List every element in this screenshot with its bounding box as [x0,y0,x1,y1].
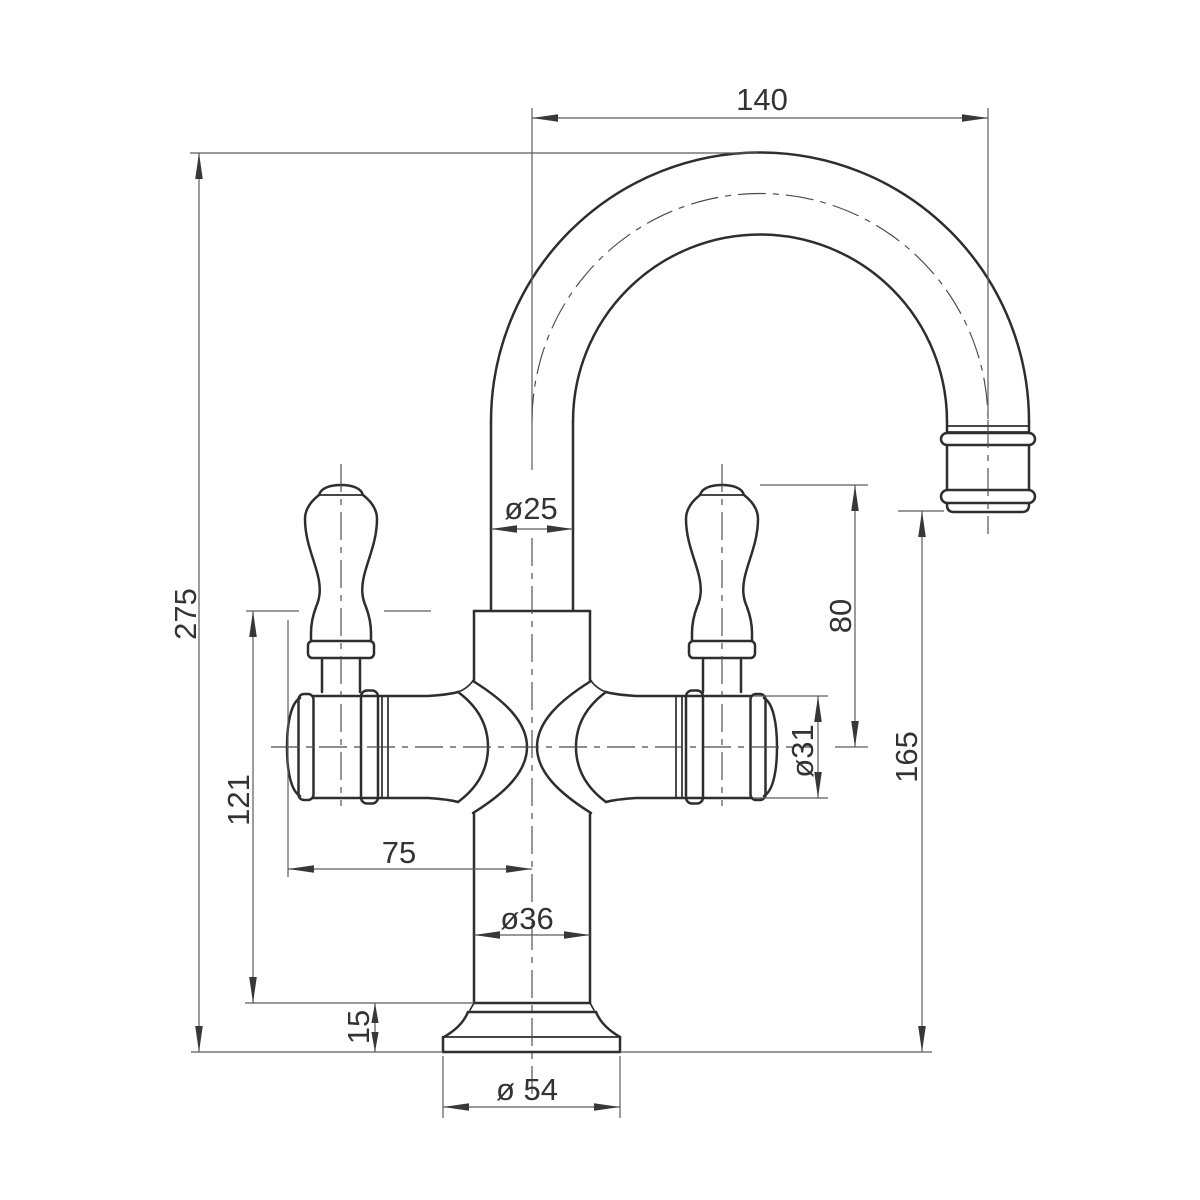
left-handle-stem [320,656,362,694]
label-column-diameter: ø36 [500,901,553,936]
spout-inner-arc [571,233,949,423]
right-handle-stem [701,656,743,694]
faucet-outline [285,151,1037,1054]
ext-o54 [442,1056,621,1118]
spout-arc [489,151,1031,613]
label-body-to-base: 121 [221,774,256,826]
dimension-labels: 140 ø25 75 ø36 ø 54 275 121 15 80 ø31 16… [168,82,924,1107]
label-overall-height: 275 [168,588,203,640]
label-valve-diameter: ø31 [785,724,820,777]
nozzle-lip [945,501,1031,514]
label-base-height: 15 [341,1010,376,1044]
label-spout-reach: 140 [736,82,788,117]
label-outlet-height: 165 [889,731,924,783]
ext-o31 [753,695,828,799]
label-valve-to-center: 75 [382,835,416,870]
base-flange [441,1001,622,1054]
dimension-arrows [195,114,988,1111]
label-base-diameter: ø 54 [496,1072,558,1107]
spout-centerline-arc [531,192,989,422]
spout-riser-tube [489,420,575,613]
left-handle [303,483,379,694]
label-spout-diameter: ø25 [504,491,557,526]
centerlines [271,192,989,1096]
label-handle-above-valve: 80 [823,599,858,633]
spout-outer-arc [489,151,1031,423]
